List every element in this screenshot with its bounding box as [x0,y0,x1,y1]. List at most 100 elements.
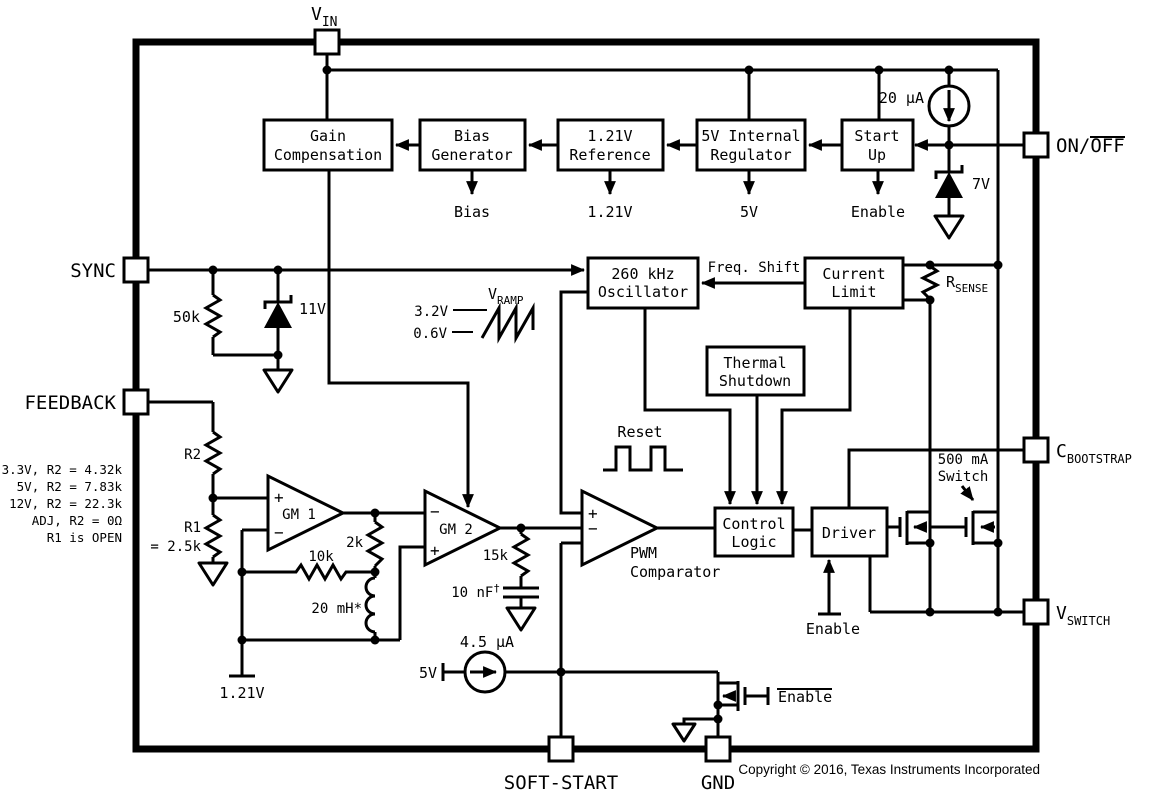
block-label: Compensation [274,146,382,164]
r1-value-label: = 2.5k [150,539,201,555]
resistor-r1 [202,513,224,559]
freq-shift-label: Freq. Shift [708,260,801,276]
block-1p21v-reference: 1.21V Reference [556,118,665,172]
mosfet-enable-pulldown [721,681,747,711]
note-line: ADJ, R2 = 0Ω [32,513,123,528]
resistor-50k [202,293,224,339]
plus-sign: + [274,488,284,507]
pin-label-cbootstrap-sub: BOOTSTRAP [1067,452,1132,466]
block-current-limit: Current Limit [803,256,905,310]
pin-label-cbootstrap: C [1056,441,1067,462]
v5-source-label: 5V [419,664,437,682]
block-driver: Driver [810,506,889,558]
r2k-label: 2k [346,535,363,551]
wires [148,54,1024,737]
pin-v-switch: VSWITCH [1022,598,1110,628]
zener11-label: 11V [299,300,326,318]
pin-gnd: GND [701,735,735,794]
driver-enable-label: Enable [806,620,860,638]
pin-label-vin: V [311,4,322,25]
pin-label-sync: SYNC [70,260,116,282]
svg-text:ON/OFF: ON/OFF [1056,135,1125,157]
c10nf-dagger: † [493,582,500,595]
block-thermal-shutdown: Thermal Shutdown [705,345,806,397]
block-label: Driver [822,524,876,542]
ground-symbols [197,214,965,743]
reset-label: Reset [617,423,662,441]
l20mh-label: 20 mH* [311,601,362,617]
block-bias-generator: Bias Generator [418,118,527,172]
minus-sign: − [274,523,284,542]
enable-bar-text: Enable [778,688,832,706]
svg-text:RSENSE: RSENSE [946,273,988,295]
pin-on-off: ON/OFF [1022,131,1125,159]
capacitor-10nf [503,586,539,599]
minus-sign: − [588,519,598,538]
c10nf-label: 10 nF [451,585,493,601]
block-label: 5V Internal [701,127,800,145]
block-label: Bias [454,127,490,145]
block-label: Limit [831,283,876,301]
ramp-waveform [452,302,535,344]
plus-sign: + [588,504,598,523]
r10k-label: 10k [308,549,334,565]
i20-label: 20 µA [879,89,924,107]
mosfet-500ma-switch [964,510,998,545]
pin-feedback: FEEDBACK [24,388,150,416]
svg-text:VIN: VIN [311,4,338,30]
rsense-label-sub: SENSE [955,282,988,295]
block-label: Control [722,515,785,533]
reset-waveform [603,445,683,472]
amp-label: GM 2 [439,522,473,538]
block-label: Oscillator [598,283,688,301]
block-label: Up [868,146,886,164]
r2-label: R2 [184,447,201,463]
note-line: R1 is OPEN [47,530,122,545]
block-gain-compensation: Gain Compensation [262,118,394,172]
block-label: Gain [310,127,346,145]
block-label: Generator [431,146,512,164]
vramp-label-sub: RAMP [497,294,524,307]
pin-label-off: OFF [1090,135,1124,157]
amp-gm1: + GM 1 − [266,473,347,553]
zener-7v [934,165,964,198]
resistor-2k [364,520,386,568]
mosfet-sense [898,510,930,545]
block-label: Shutdown [719,372,791,390]
ref-label: 1.21V [587,203,632,221]
block-start-up: Start Up [840,118,915,172]
resistor-15k [510,532,532,578]
note-line: 12V, R2 = 22.3k [9,496,122,511]
block-oscillator: 260 kHz Oscillator [586,256,700,310]
enable-label: Enable [851,203,905,221]
r1-label: R1 [184,520,201,536]
junction-dots [208,65,1003,724]
bias-label: Bias [454,203,490,221]
ramp-lo-label: 0.6V [413,326,447,342]
svg-text:10 nF†: 10 nF† [451,582,500,601]
svg-text:VSWITCH: VSWITCH [1056,603,1110,628]
copyright: Copyright © 2016, Texas Instruments Inco… [738,762,1040,777]
i45-label: 4.5 µA [460,633,514,651]
amp-pwm-comparator: + − PWM Comparator [580,488,720,581]
block-control-logic: Control Logic [713,506,795,558]
pwm-label: Comparator [630,563,720,581]
block-label: Start [854,127,899,145]
pin-label-softstart: SOFT-START [504,772,618,794]
note-line: 3.3V, R2 = 4.32k [2,462,123,477]
note-line: 5V, R2 = 7.83k [17,479,123,494]
vramp-label: V [488,285,497,303]
block-5v-internal-regulator: 5V Internal Regulator [695,118,807,172]
current-source-20ua [927,84,971,128]
rsense-label: R [946,273,956,291]
minus-sign: − [430,502,440,521]
plus-sign: + [430,541,440,560]
pwm-label: PWM [630,544,657,562]
pin-label-gnd: GND [701,772,735,794]
block-label: Regulator [710,146,791,164]
ref-bottom-label: 1.21V [219,684,264,702]
block-label: Current [822,265,885,283]
switch-label2: Switch [938,469,989,485]
pin-sync: SYNC [70,256,150,284]
